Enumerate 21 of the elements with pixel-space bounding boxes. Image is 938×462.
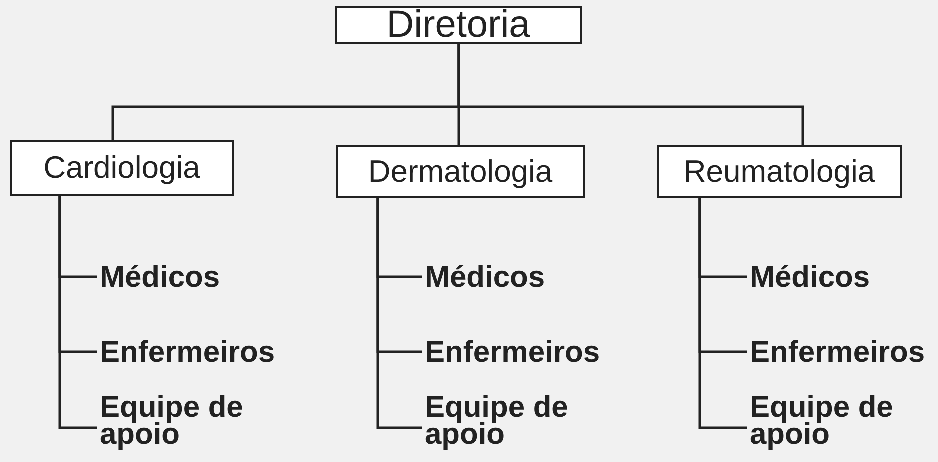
staff-label: Equipe de apoio — [750, 394, 894, 448]
staff-label: Médicos — [425, 264, 546, 290]
staff-label: Equipe de apoio — [425, 394, 570, 448]
org-box — [10, 140, 234, 196]
connector-line — [458, 44, 804, 145]
staff-label: Enfermeiros — [425, 338, 600, 366]
connector-line — [698, 198, 747, 430]
unit-title: Cardiologia — [44, 150, 200, 186]
unit-title: Diretoria — [386, 4, 530, 46]
unit-title: Dermatologia — [368, 154, 553, 190]
connector-line — [58, 196, 97, 430]
connector-line — [376, 198, 422, 430]
unit-title: Reumatologia — [684, 154, 876, 190]
org-box — [335, 6, 582, 44]
staff-label: Enfermeiros — [100, 338, 276, 366]
org-box — [657, 145, 902, 198]
org-box — [336, 145, 585, 198]
staff-label: Enfermeiros — [750, 338, 926, 366]
staff-label: Equipe de apoio — [100, 394, 244, 448]
staff-label: Médicos — [750, 264, 870, 290]
staff-label: Médicos — [100, 264, 220, 290]
